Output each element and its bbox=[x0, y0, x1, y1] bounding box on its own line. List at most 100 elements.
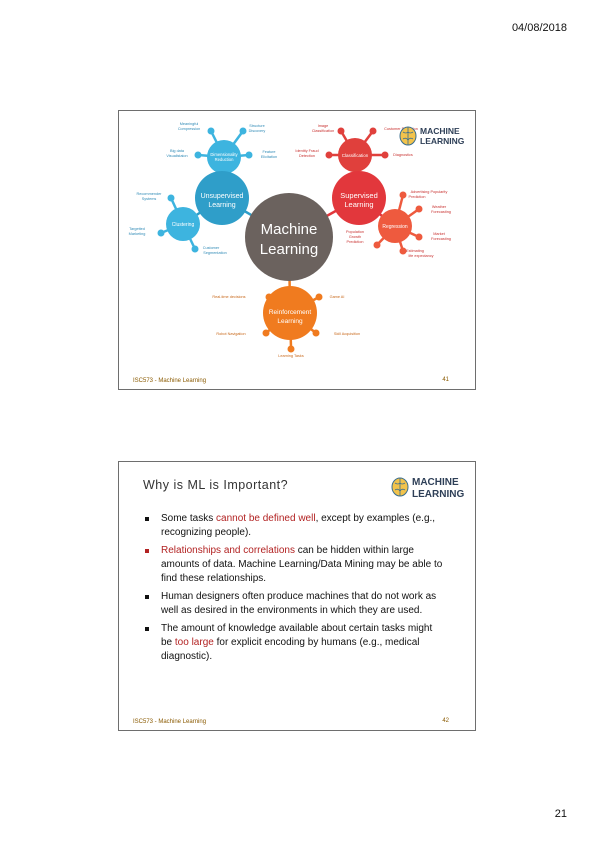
leaf-dot bbox=[191, 245, 199, 253]
machine-learning-center-node bbox=[245, 193, 333, 281]
slide-footer-course: ISC573 - Machine Learning bbox=[133, 378, 207, 384]
leaf-label: Big data bbox=[170, 149, 185, 153]
leaf-label: Population bbox=[346, 230, 364, 234]
center-line2: Learning bbox=[260, 241, 318, 258]
slide-footer-number: 41 bbox=[442, 377, 449, 383]
unsupervised-line2: Learning bbox=[208, 202, 235, 209]
slide-title: Why is ML is Important? bbox=[143, 478, 289, 492]
leaf-label: Elicitation bbox=[261, 155, 277, 159]
leaf-label: Discovery bbox=[249, 129, 266, 133]
dimensionality-reduction-node bbox=[207, 140, 241, 174]
leaf-label: Systems bbox=[142, 197, 157, 201]
leaf-dot bbox=[157, 229, 165, 237]
leaf-dot bbox=[381, 151, 389, 159]
leaf-label: Meaningful bbox=[180, 122, 199, 126]
square-bullet-icon bbox=[145, 627, 149, 631]
bullet-text: Some tasks bbox=[161, 513, 217, 524]
leaf-dot bbox=[287, 345, 295, 353]
leaf-label: Compression bbox=[178, 127, 200, 131]
leaf-label: Forecasting bbox=[431, 210, 451, 214]
bullet-highlight: Relationships and correlations bbox=[161, 545, 295, 556]
supervised-line2: Learning bbox=[344, 200, 373, 209]
logo-line2: LEARNING bbox=[420, 136, 465, 146]
leaf-label: Skill Acquisition bbox=[334, 332, 360, 336]
leaf-label: Market bbox=[433, 232, 446, 236]
leaf-label: Recommender bbox=[137, 192, 163, 196]
slide-42: Why is ML is Important? MACHINE LEARNING… bbox=[118, 461, 476, 731]
ml-mindmap-diagram: Dimensionality Reduction Clustering Clas… bbox=[129, 122, 465, 358]
leaf-label: Feature bbox=[262, 150, 275, 154]
center-line1: Machine bbox=[261, 221, 318, 238]
bullet-highlight: cannot be defined well bbox=[216, 513, 316, 524]
unsupervised-line1: Unsupervised bbox=[201, 193, 244, 200]
leaf-dot bbox=[415, 233, 423, 241]
square-bullet-icon bbox=[145, 595, 149, 599]
logo-line1: MACHINE bbox=[412, 477, 459, 488]
leaf-label: Forecasting bbox=[431, 237, 451, 241]
bullet-item: Human designers often produce machines t… bbox=[145, 590, 445, 618]
leaf-label: Identity Fraud bbox=[295, 149, 318, 153]
leaf-dot bbox=[415, 205, 423, 213]
bullet-text: , except by examples (e.g., recognizing … bbox=[161, 513, 436, 538]
header-date: 04/08/2018 bbox=[511, 22, 567, 34]
leaf-label: Prediction bbox=[347, 240, 364, 244]
bullet-text: The amount of knowledge available about … bbox=[161, 623, 433, 648]
supervised-line1: Supervised bbox=[340, 191, 378, 200]
slide-41: Dimensionality Reduction Clustering Clas… bbox=[118, 110, 476, 390]
unsupervised-node bbox=[195, 171, 249, 225]
bullet-item: Some tasks cannot be defined well, excep… bbox=[145, 512, 445, 540]
reinforcement-line1: Reinforcement bbox=[269, 309, 311, 316]
bullet-item: The amount of knowledge available about … bbox=[145, 622, 445, 664]
leaf-label: Targetted bbox=[129, 227, 145, 231]
bullet-list: Some tasks cannot be defined well, excep… bbox=[145, 512, 445, 668]
square-bullet-icon bbox=[145, 549, 149, 553]
bullet-item: Relationships and correlations can be hi… bbox=[145, 544, 445, 586]
leaf-label: Marketing bbox=[129, 232, 146, 236]
leaf-dot bbox=[207, 127, 215, 135]
leaf-label: life expectancy bbox=[408, 254, 433, 258]
page-number: 21 bbox=[554, 808, 567, 820]
leaf-label: Robot Navigation bbox=[216, 332, 245, 336]
leaf-label: Estimating bbox=[406, 249, 424, 253]
leaf-dot bbox=[373, 241, 381, 249]
square-bullet-icon bbox=[145, 517, 149, 521]
leaf-dot bbox=[194, 151, 202, 159]
regression-label: Regression bbox=[382, 224, 408, 230]
leaf-dot bbox=[245, 151, 253, 159]
clustering-node bbox=[166, 207, 200, 241]
leaf-dot bbox=[369, 127, 377, 135]
leaf-dot bbox=[399, 191, 407, 199]
leaf-label: Detection bbox=[299, 154, 315, 158]
leaf-dot bbox=[399, 247, 407, 255]
machine-learning-logo: MACHINE LEARNING bbox=[399, 126, 465, 146]
leaf-label: Customer bbox=[203, 246, 220, 250]
leaf-dot bbox=[239, 127, 247, 135]
leaf-dot bbox=[262, 329, 270, 337]
supervised-node bbox=[332, 171, 386, 225]
dim-red-line1: Dimensionality bbox=[210, 152, 238, 157]
leaf-label: Visualistaion bbox=[166, 154, 187, 158]
leaf-dot bbox=[315, 293, 323, 301]
leaf-dot bbox=[337, 127, 345, 135]
leaf-label: Image bbox=[318, 124, 329, 128]
machine-learning-logo: MACHINE LEARNING bbox=[391, 477, 464, 500]
brain-icon bbox=[399, 126, 417, 146]
leaf-label: Structure bbox=[249, 124, 264, 128]
leaf-label: Prediction bbox=[409, 195, 426, 199]
leaf-label: Real-time decisions bbox=[212, 295, 245, 299]
classification-label: Classification bbox=[342, 153, 369, 158]
regression-node bbox=[378, 209, 412, 243]
classification-node bbox=[338, 138, 372, 172]
leaf-dot bbox=[325, 151, 333, 159]
leaf-label: Classification bbox=[312, 129, 334, 133]
leaf-label: Growth bbox=[349, 235, 361, 239]
leaf-label: Learning Tasks bbox=[278, 354, 304, 358]
reinforcement-line2: Learning bbox=[277, 318, 303, 325]
leaf-dot bbox=[167, 194, 175, 202]
brain-icon bbox=[391, 477, 409, 497]
logo-line1: MACHINE bbox=[420, 126, 460, 136]
logo-line2: LEARNING bbox=[412, 489, 464, 500]
bullet-text: can be hidden within large amounts of da… bbox=[161, 545, 443, 584]
leaf-dot bbox=[312, 329, 320, 337]
bullet-text: for explicit encoding by humans (e.g., m… bbox=[161, 637, 420, 662]
